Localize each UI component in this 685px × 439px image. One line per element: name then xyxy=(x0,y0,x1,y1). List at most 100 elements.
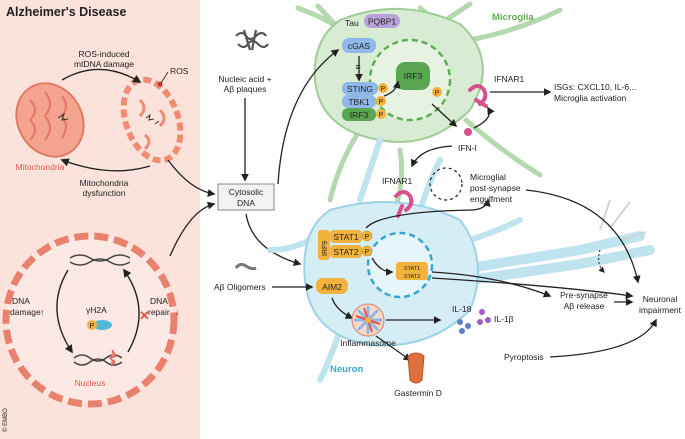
cytosolic-label-1: Cytosolic xyxy=(229,187,264,197)
ros-mtdna-label-1: ROS-induced xyxy=(78,49,129,59)
ifn-i-molecule xyxy=(464,128,472,136)
arrow-engulf-impairment xyxy=(525,189,641,284)
il18-dot-1 xyxy=(457,319,463,325)
arrow-mito-cytosolic xyxy=(167,159,216,197)
presynapse-label-1: Pre-synapse xyxy=(560,290,608,300)
nucleus-boundary xyxy=(2,232,178,408)
tau-label: Tau xyxy=(345,18,359,28)
stat1-protein xyxy=(330,230,362,243)
aim2-label: AIM2 xyxy=(322,282,342,292)
p-tbk1-label: P xyxy=(379,99,384,106)
sting-protein xyxy=(342,82,378,95)
stat2-protein xyxy=(330,245,362,258)
tbk1-protein xyxy=(342,95,376,108)
mitochondrion-intact xyxy=(15,82,85,158)
abeta-oligomer-icon xyxy=(234,262,257,271)
cytosolic-label-2: DNA xyxy=(237,198,255,208)
arrow-ifn-ifnar1 xyxy=(473,106,495,129)
dna-helix-top xyxy=(69,254,131,266)
p-irf3-lower-label: P xyxy=(379,112,384,119)
arrow-irf3-ifn xyxy=(431,103,458,128)
p-sting xyxy=(378,83,388,93)
page-title: Alzheimer's Disease xyxy=(6,5,126,19)
ifnar1-mid-label: IFNAR1 xyxy=(382,176,413,186)
dna-helix-bottom xyxy=(73,349,123,367)
il1b-dot-3 xyxy=(477,319,483,325)
stat-complex-stat1: STAT1 xyxy=(404,266,420,272)
gasdermin-pore xyxy=(407,352,425,384)
neuronal-label-2: impairment xyxy=(639,305,682,315)
p-irf3-nuclear-label: P xyxy=(435,90,440,97)
p-stat1-label: P xyxy=(365,234,370,241)
arrow-aim2-inflammasome xyxy=(331,297,354,319)
arrow-nucleus-cytosolic xyxy=(169,201,216,257)
arrow-dna-damage xyxy=(56,269,73,354)
arrow-dna-repair xyxy=(123,268,140,353)
cgas-label: cGAS xyxy=(348,41,371,51)
presynapse-label-2: Aβ release xyxy=(564,301,605,311)
irf3-lower-label: IRF3 xyxy=(350,110,369,120)
dna-repair-label-2: repair xyxy=(148,307,170,317)
cytosolic-dna-box xyxy=(217,183,275,211)
phospho-p-nucleus-label: P xyxy=(90,323,95,330)
arrow-inflammasome-gasdermin xyxy=(375,335,412,361)
nucleic-acid-icon xyxy=(235,29,269,51)
up-arrow-icon: ↑ xyxy=(40,307,44,317)
neuron-label: Neuron xyxy=(330,364,363,375)
p-stat2-label: P xyxy=(365,249,370,256)
ros-mtdna-label-2: mtDNA damage xyxy=(74,59,134,69)
arrow-mito-dysfunction xyxy=(60,158,151,172)
dna-damage-label-1: DNA xyxy=(12,296,30,306)
engulf-label-1: Microglial xyxy=(470,172,506,182)
il1b-label: IL-1β xyxy=(494,314,514,324)
il18-dot-2 xyxy=(465,323,471,329)
il1b-dot-2 xyxy=(485,317,491,323)
p-stat2 xyxy=(361,245,373,257)
stat-complex-nuclear xyxy=(396,262,428,280)
nucleic-label-2: Aβ plaques xyxy=(224,84,267,94)
irf3-nuclear-protein xyxy=(396,62,430,90)
p-tbk1 xyxy=(376,96,386,106)
isgs-label-2: Microglia activation xyxy=(554,93,627,103)
tbk1-label: TBK1 xyxy=(348,97,370,107)
irf9-protein xyxy=(318,230,330,260)
irf9-label: IRF9 xyxy=(322,241,329,256)
arrow-sting-irf3 xyxy=(383,80,401,97)
stat1-label: STAT1 xyxy=(333,232,358,242)
mito-dysfunction-label-1: Mitochondria xyxy=(80,178,129,188)
ifnar1-top-receptor xyxy=(468,84,488,108)
gasdermin-label: Gastermin D xyxy=(394,388,442,398)
stat-complex-stat2: STAT2 xyxy=(404,274,420,280)
irf3-lower-protein xyxy=(342,108,376,121)
p-irf3-lower xyxy=(376,109,386,119)
arrow-stat-engulf xyxy=(365,198,491,229)
ros-pointer xyxy=(160,71,169,84)
microglia-label: Microglia xyxy=(492,12,534,23)
il1b-dot-1 xyxy=(479,309,485,315)
p-stat1 xyxy=(361,230,373,242)
il18-label: IL-18 xyxy=(452,304,472,314)
stat2-label: STAT2 xyxy=(333,247,358,257)
pqbp1-label: PQBP1 xyxy=(368,17,397,27)
arrow-nucleus-impairment xyxy=(431,277,634,300)
gamma-h2a-label: γH2A xyxy=(86,305,107,315)
abeta-oligomers-label: Aβ Oligomers xyxy=(214,282,266,292)
sting-label: STING xyxy=(347,84,373,94)
pqbp1-protein xyxy=(364,14,400,28)
arrow-stat-nucleus xyxy=(371,257,394,276)
irf3-nuclear-label: IRF3 xyxy=(404,71,423,81)
stacked-dna-icon: ≡ xyxy=(355,62,360,72)
p-sting-label: P xyxy=(381,86,386,93)
neuronal-label-1: Neuronal xyxy=(643,294,678,304)
inflammasome-label: Inflammasome xyxy=(340,338,396,348)
mitochondria-label: Mitochondria xyxy=(16,162,65,172)
dna-damage-label-2: damage xyxy=(10,307,41,317)
cgas-protein xyxy=(342,38,376,53)
engulf-label-2: post-synapse xyxy=(470,183,521,193)
down-arrow-icon: ↓ xyxy=(175,307,179,317)
mito-dysfunction-label-2: dysfunction xyxy=(83,188,126,198)
isgs-label-1: ISGs: CXCL10, IL-6... xyxy=(554,82,636,92)
arrow-ifn-neuron xyxy=(410,145,453,168)
ros-label: ROS xyxy=(170,66,189,76)
